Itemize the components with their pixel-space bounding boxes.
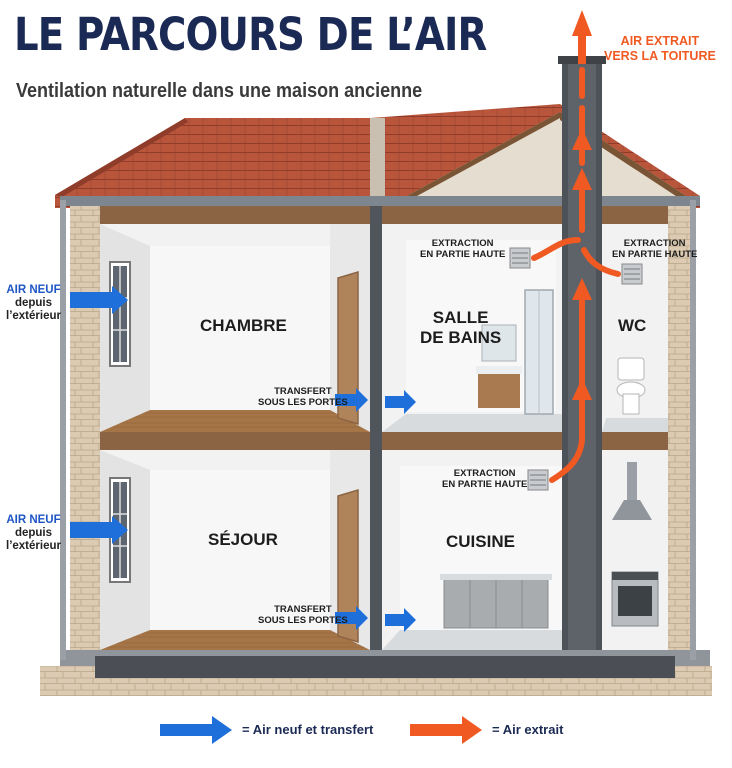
- extraction-label-wc: EXTRACTION EN PARTIE HAUTE: [612, 238, 697, 260]
- window-icon: [109, 477, 131, 583]
- transfert-label-bottom: TRANSFERT SOUS LES PORTES: [258, 604, 348, 626]
- toilet-icon: [616, 357, 646, 415]
- vent-grille-icon: [509, 247, 531, 269]
- air-neuf-bottom-line3: l’extérieur: [6, 540, 61, 552]
- window-icon: [109, 261, 131, 367]
- legend-extract-label: = Air extrait: [492, 722, 564, 737]
- left-stone-wall: [70, 206, 100, 656]
- transfert-bottom-line2: SOUS LES PORTES: [258, 615, 348, 626]
- blue-arrow-icon: [70, 286, 416, 632]
- transfert-label-top: TRANSFERT SOUS LES PORTES: [258, 386, 348, 408]
- extraction-label-cuisine: EXTRACTION EN PARTIE HAUTE: [442, 468, 527, 490]
- roof-edge: [55, 118, 188, 197]
- extraction-bains-line2: EN PARTIE HAUTE: [420, 249, 506, 260]
- transfert-bottom-line1: TRANSFERT: [274, 604, 332, 615]
- transfert-top-line2: SOUS LES PORTES: [258, 397, 348, 408]
- sink-icon: [476, 324, 522, 408]
- room-label-sejour: SÉJOUR: [208, 530, 278, 549]
- range-hood-icon: [612, 462, 652, 520]
- vent-grille-icon: [527, 469, 549, 491]
- extraction-wc-line2: EN PARTIE HAUTE: [612, 249, 698, 260]
- legend-fresh-label: = Air neuf et transfert: [242, 722, 374, 737]
- air-neuf-bottom-line2: depuis: [14, 527, 53, 539]
- air-extrait-line1: AIR EXTRAIT: [620, 34, 700, 48]
- room-label-wc: WC: [618, 316, 647, 335]
- vent-grille-icon: [621, 263, 643, 285]
- air-neuf-label-bottom: AIR NEUF depuis l’extérieur: [6, 514, 61, 553]
- extraction-cuisine-line2: EN PARTIE HAUTE: [442, 479, 528, 490]
- room-label-cuisine: CUISINE: [446, 532, 515, 551]
- room-label-salle-de-bains: SALLE DE BAINS: [420, 308, 501, 348]
- extraction-bains-line1: EXTRACTION: [431, 238, 494, 249]
- room-label-salle-line2: DE BAINS: [420, 328, 502, 347]
- transfert-top-line1: TRANSFERT: [274, 386, 332, 397]
- air-extrait-toiture-label: AIR EXTRAIT VERS LA TOITURE: [604, 34, 716, 64]
- door-icon: [337, 270, 359, 426]
- shower-icon: [524, 289, 554, 415]
- air-neuf-label-top: AIR NEUF depuis l’extérieur: [6, 284, 61, 323]
- air-neuf-bottom-line1: AIR NEUF: [6, 514, 61, 526]
- extraction-cuisine-line1: EXTRACTION: [453, 468, 516, 479]
- right-stone-wall: [668, 206, 690, 656]
- page-subtitle: Ventilation naturelle dans une maison an…: [16, 80, 423, 102]
- legend-orange-arrow: [410, 716, 482, 744]
- orange-arrow-icon: [572, 10, 592, 400]
- extraction-wc-line1: EXTRACTION: [623, 238, 686, 249]
- stove-icon: [611, 571, 659, 627]
- kitchen-cabinets: [440, 574, 552, 629]
- air-neuf-top-line2: depuis: [14, 297, 53, 309]
- air-neuf-top-line3: l’extérieur: [6, 310, 61, 322]
- page-title: LE PARCOURS DE L’AIR: [14, 8, 487, 61]
- air-neuf-top-line1: AIR NEUF: [6, 284, 61, 296]
- room-label-chambre: CHAMBRE: [200, 316, 287, 335]
- extraction-label-bains: EXTRACTION EN PARTIE HAUTE: [420, 238, 505, 260]
- room-label-salle-line1: SALLE: [432, 308, 489, 327]
- attic-gable: [385, 112, 692, 208]
- legend-blue-arrow: [160, 716, 232, 744]
- door-icon: [337, 488, 359, 644]
- air-extrait-line2: VERS LA TOITURE: [604, 49, 716, 63]
